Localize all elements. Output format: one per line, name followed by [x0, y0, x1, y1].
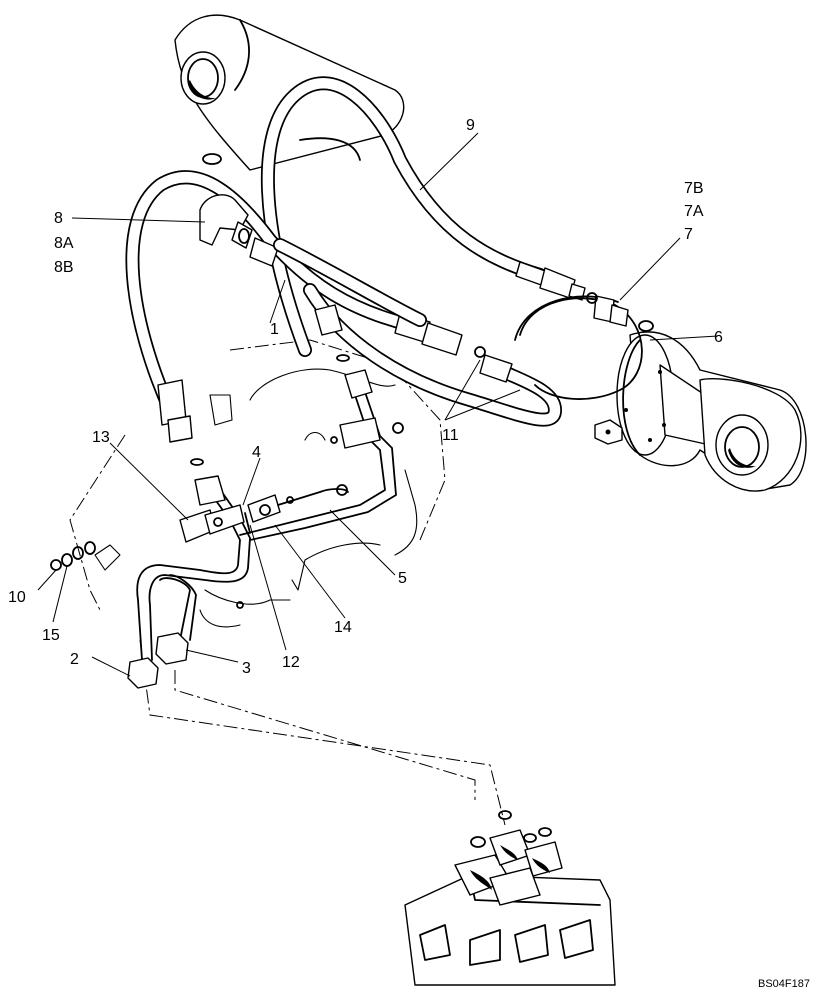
callout-2: 2 [70, 651, 79, 668]
tubes-2-3 [127, 304, 397, 689]
callout-3: 3 [242, 660, 251, 677]
callout-15: 15 [42, 627, 60, 644]
callout-labels: 1 2 3 4 5 6 7 7A 7B 8 8A 8B 9 10 11 12 1… [8, 117, 810, 990]
leader-lines [37, 132, 719, 677]
loader-frame-outline [69, 339, 506, 826]
callout-12: 12 [282, 654, 300, 671]
callout-13: 13 [92, 429, 110, 446]
callout-8b: 8B [54, 259, 74, 276]
elbow-fitting-8 [199, 194, 279, 267]
callout-11: 11 [442, 427, 459, 444]
callout-14: 14 [334, 619, 352, 636]
hose-9 [260, 76, 586, 357]
tube-with-clamp-6 [273, 238, 654, 427]
callout-1: 1 [270, 321, 279, 338]
callout-6: 6 [714, 329, 723, 346]
callout-7b: 7B [684, 180, 704, 197]
brackets-and-bolts [50, 354, 404, 571]
callout-9: 9 [466, 117, 475, 134]
callout-8a: 8A [54, 235, 74, 252]
callout-7: 7 [684, 226, 693, 243]
control-valve [404, 810, 616, 986]
drawing-reference-code: BS04F187 [758, 978, 810, 990]
callout-4: 4 [252, 444, 261, 461]
callout-10: 10 [8, 589, 26, 606]
lower-cylinder [594, 331, 807, 492]
callout-5: 5 [398, 570, 407, 587]
callout-7a: 7A [684, 203, 704, 220]
callout-8: 8 [54, 210, 63, 227]
